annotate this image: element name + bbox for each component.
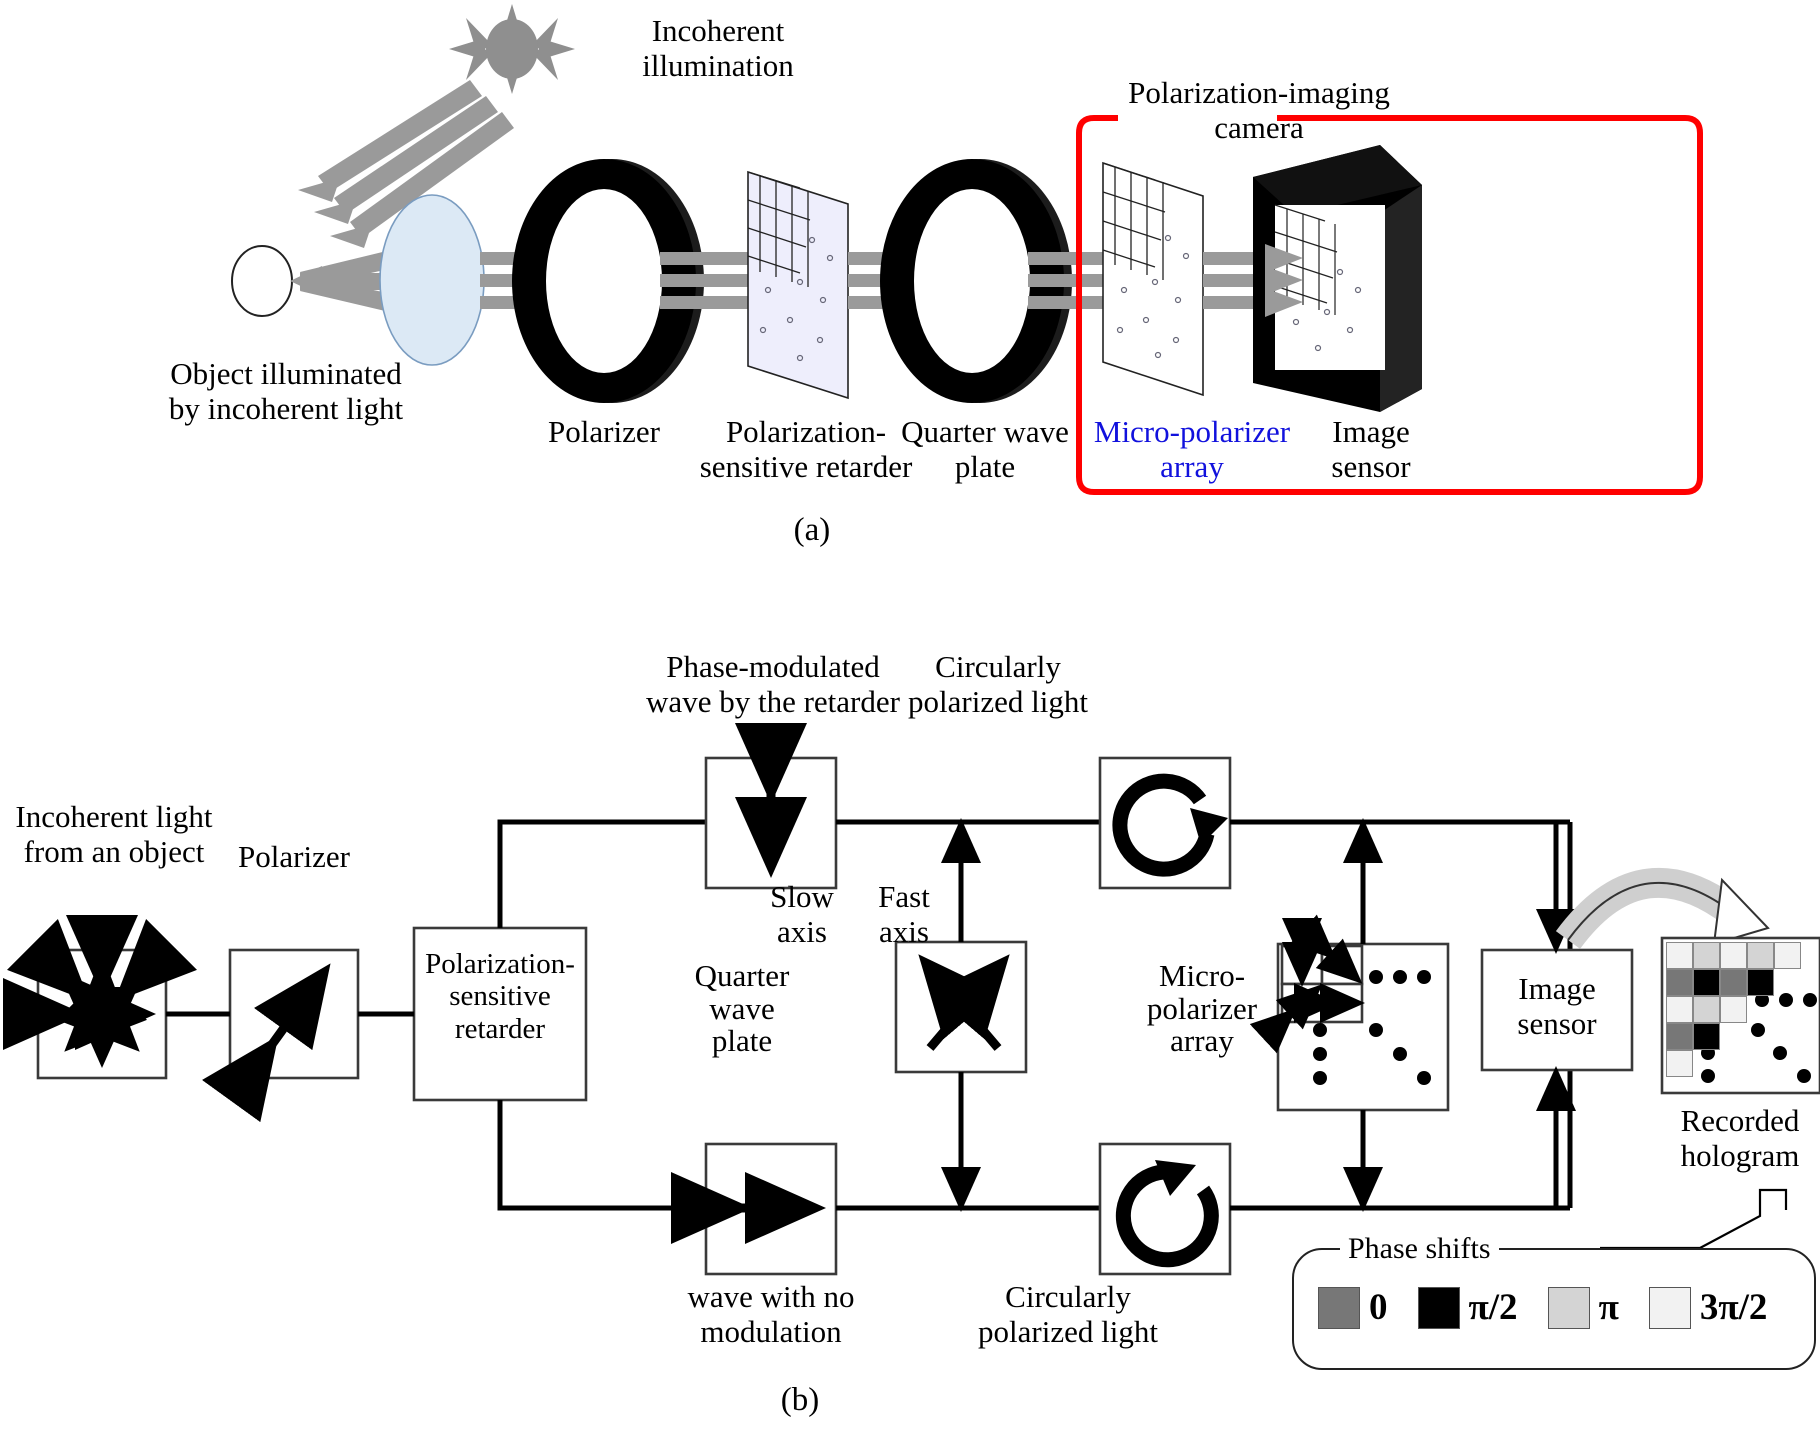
legend-swatch-3 xyxy=(1648,1286,1691,1329)
label-no-modulation: wave with no modulation xyxy=(687,1279,855,1349)
label-recorded-hologram: Recorded hologram xyxy=(1680,1103,1800,1173)
label-polarizer-b: Polarizer xyxy=(238,839,350,874)
label-circular-bottom: Circularly polarized light xyxy=(978,1279,1158,1349)
hologram-pixel-3-1 xyxy=(1693,1023,1720,1050)
micro-polarizer-array-plate xyxy=(1102,161,1204,397)
qwp-axes-icon xyxy=(918,954,1010,1051)
illumination-rays xyxy=(298,80,514,248)
circular-polarization-ccw-icon xyxy=(1115,1164,1219,1268)
legend-item-1: π/2 xyxy=(1417,1286,1518,1329)
label-object-illuminated: Object illuminated by incoherent light xyxy=(168,356,404,426)
legend-swatch-1 xyxy=(1417,1286,1460,1329)
hologram-pixel-0-1 xyxy=(1693,942,1720,969)
label-micro-polarizer-b: Micro- polarizer array xyxy=(1146,958,1258,1059)
legend-item-2: π xyxy=(1547,1286,1619,1329)
linear-polarization-icon xyxy=(201,963,331,1123)
polarization-sensitive-retarder xyxy=(747,170,849,400)
legend-label-3: 3π/2 xyxy=(1699,1287,1768,1328)
legend-label-0: 0 xyxy=(1369,1287,1388,1328)
branch-down-from-retarder xyxy=(497,1100,706,1211)
hologram-pixel-2-2 xyxy=(1720,996,1747,1023)
hologram-pixel-3-0 xyxy=(1666,1023,1693,1050)
quarter-wave-plate-ring xyxy=(880,159,1072,403)
hologram-pixel-1-0 xyxy=(1666,969,1693,996)
label-fast-axis: Fast axis xyxy=(878,879,930,949)
label-circular-top: Circularly polarized light xyxy=(908,649,1088,719)
sun-icon xyxy=(449,4,575,94)
hologram-pixel-4-0 xyxy=(1666,1050,1693,1077)
circular-top-arrowhead xyxy=(1190,808,1228,845)
micro-array-dots xyxy=(1313,970,1431,1085)
circular-bottom-arrowhead xyxy=(1155,1160,1196,1196)
polarizer-ring xyxy=(512,159,704,403)
label-image-sensor-a: Image sensor xyxy=(1331,414,1411,484)
label-phase-modulated: Phase-modulated wave by the retarder xyxy=(646,649,900,719)
legend-item-0: 0 xyxy=(1318,1286,1388,1329)
image-sensor-3d xyxy=(1253,145,1422,412)
circular-polarization-cw-icon xyxy=(1112,773,1215,877)
hologram-pixel-1-3 xyxy=(1747,969,1774,996)
panel-b-letter: (b) xyxy=(780,1382,820,1418)
hologram-pixel-0-4 xyxy=(1774,942,1801,969)
legend-label-1: π/2 xyxy=(1468,1287,1518,1328)
label-micro-polarizer-a: Micro-polarizer array xyxy=(1093,414,1291,484)
label-incoherent-illumination: Incoherent illumination xyxy=(642,13,794,83)
curved-arrow-to-hologram xyxy=(1555,867,1770,950)
legend-title: Phase shifts xyxy=(1340,1232,1499,1266)
hologram-pixel-0-3 xyxy=(1747,942,1774,969)
legend-item-3: 3π/2 xyxy=(1648,1286,1768,1329)
hologram-pixel-2-0 xyxy=(1666,996,1693,1023)
label-ps-retarder-b: Polarization- sensitive retarder xyxy=(425,948,575,1045)
label-qwp-b: Quarter wave plate xyxy=(694,958,790,1059)
hologram-pixel-1-1 xyxy=(1693,969,1720,996)
camera-boundary xyxy=(1076,115,1703,495)
branch-up-from-retarder xyxy=(497,819,706,928)
legend-items: 0 π/2 π 3π/2 xyxy=(1318,1286,1797,1329)
hologram-pixel-0-2 xyxy=(1720,942,1747,969)
micro-arrow-nwse xyxy=(1289,914,1363,984)
label-polarizer-a: Polarizer xyxy=(548,414,660,449)
legend-leader xyxy=(1600,1188,1788,1250)
hologram-pixel-1-2 xyxy=(1720,969,1747,996)
label-incoherent-light-b: Incoherent light from an object xyxy=(15,799,213,869)
legend-label-2: π xyxy=(1598,1287,1619,1328)
label-slow-axis: Slow axis xyxy=(770,879,834,949)
legend-swatch-0 xyxy=(1318,1286,1360,1329)
panel-a-letter: (a) xyxy=(793,512,831,548)
hologram-pixel-2-1 xyxy=(1693,996,1720,1023)
label-retarder-a: Polarization- sensitive retarder xyxy=(699,414,913,484)
unpolarized-star-icon xyxy=(3,915,198,1068)
label-camera: Polarization-imaging camera xyxy=(1128,75,1390,145)
box-ps-retarder xyxy=(412,926,588,1102)
label-image-sensor-b: Image sensor xyxy=(1517,971,1597,1041)
legend-swatch-2 xyxy=(1547,1286,1590,1329)
label-qwp-a: Quarter wave plate xyxy=(901,414,1069,484)
hologram-pixel-0-0 xyxy=(1666,942,1693,969)
hologram-pixel-grid xyxy=(1666,942,1814,1090)
